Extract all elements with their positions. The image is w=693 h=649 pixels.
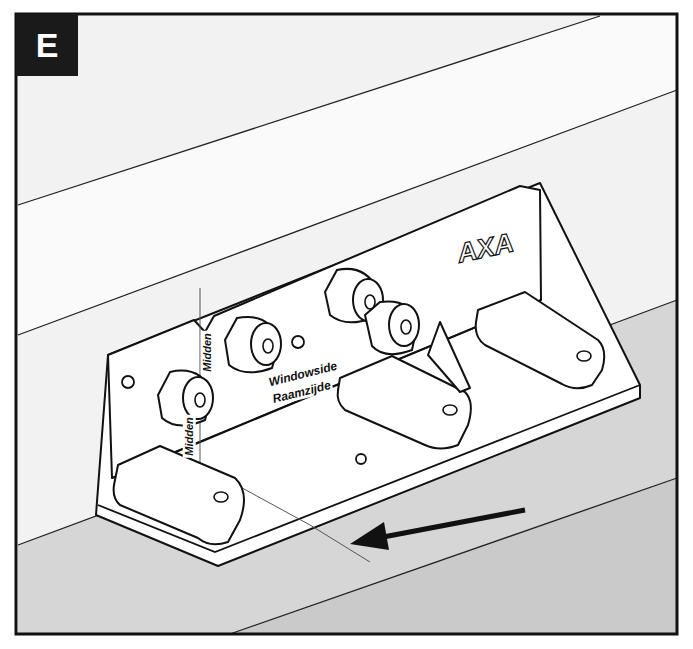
- marking-text: Midden: [183, 415, 196, 458]
- support-block: [114, 446, 244, 544]
- step-badge: E: [16, 14, 78, 76]
- panel-border: [16, 14, 677, 634]
- base-plate: [96, 183, 640, 566]
- cylinder: [225, 317, 280, 372]
- support-block: [476, 292, 605, 388]
- step-letter: E: [36, 26, 59, 65]
- block-hole: [577, 351, 591, 361]
- bore: [401, 320, 411, 334]
- frame-line: [18, 16, 600, 205]
- block-hole: [443, 405, 457, 415]
- marking-text: Midden: [201, 331, 214, 374]
- screw-hole: [122, 376, 134, 388]
- direction-arrow: [378, 510, 525, 538]
- bore: [263, 339, 273, 353]
- cylinder: [365, 301, 418, 354]
- alignment-triangle: [428, 322, 470, 392]
- cylinder-end: [183, 377, 213, 419]
- cylinder-end: [251, 323, 281, 365]
- block-hole: [214, 492, 228, 502]
- bore: [365, 295, 375, 309]
- cylinder-end: [389, 304, 419, 346]
- bore: [195, 393, 205, 407]
- screw-hole: [356, 454, 366, 464]
- screw-hole: [292, 336, 304, 348]
- background: [18, 16, 677, 634]
- arrow-head: [350, 522, 389, 550]
